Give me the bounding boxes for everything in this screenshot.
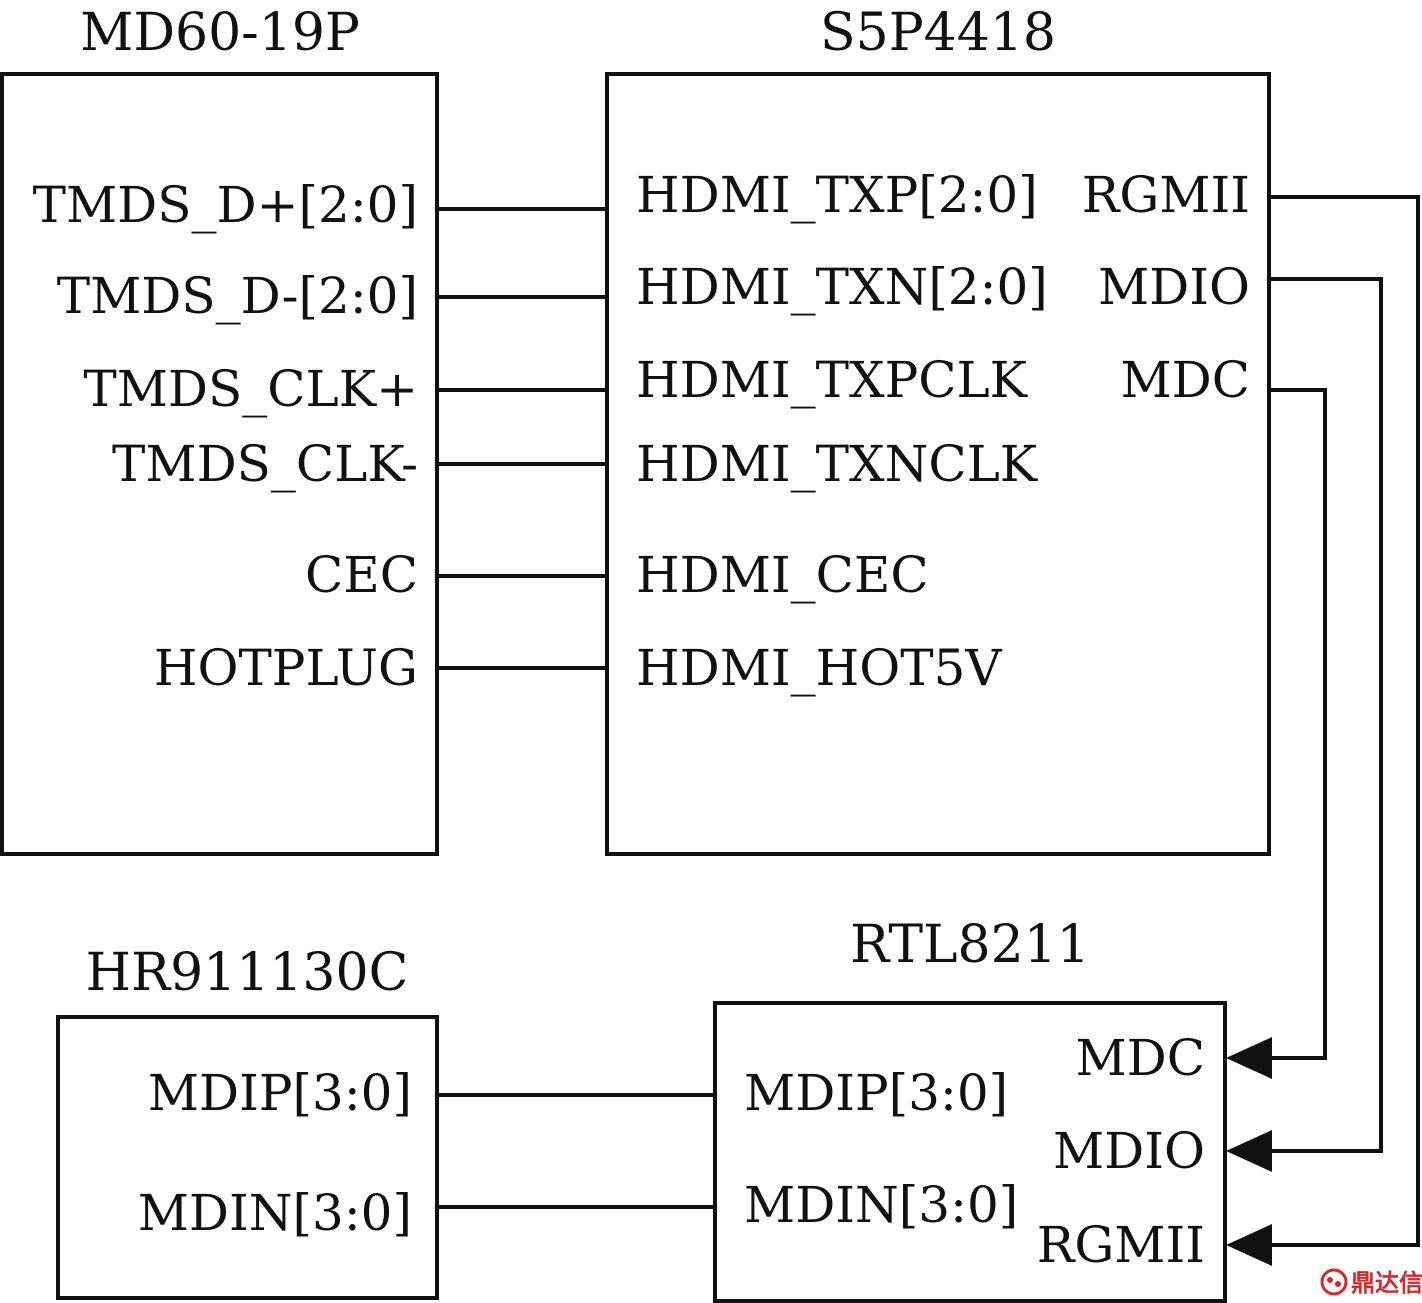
- pin-md60-tmds-clk-minus: TMDS_CLK-: [112, 435, 418, 493]
- wire-mdio: [1268, 277, 1383, 1153]
- brand-logo-icon: [1320, 1268, 1348, 1296]
- pin-rtl-mdc: MDC: [1075, 1029, 1205, 1087]
- pin-md60-tmds-clk-plus: TMDS_CLK+: [83, 360, 418, 418]
- pin-s5p-hdmi-txp: HDMI_TXP[2:0]: [636, 166, 1038, 224]
- hdmi-connections: [437, 207, 607, 670]
- arrow-mdc: [1226, 1037, 1272, 1079]
- pin-s5p-hdmi-hot5v: HDMI_HOT5V: [636, 639, 1002, 697]
- pin-s5p-hdmi-txn: HDMI_TXN[2:0]: [636, 258, 1048, 316]
- pin-rtl-mdin: MDIN[3:0]: [744, 1176, 1018, 1234]
- watermark-text: 鼎达信: [1351, 1269, 1422, 1297]
- pin-md60-hotplug: HOTPLUG: [154, 639, 418, 697]
- pin-rtl-mdip: MDIP[3:0]: [744, 1064, 1008, 1122]
- chip-box-rtl8211: [713, 1001, 1227, 1303]
- pin-s5p-mdio: MDIO: [1098, 258, 1250, 316]
- pin-rtl-rgmii: RGMII: [1037, 1216, 1205, 1274]
- chip-hr911130c: HR911130C MDIP[3:0] MDIN[3:0]: [56, 943, 439, 1300]
- pin-md60-tmds-d-plus: TMDS_D+[2:0]: [33, 176, 418, 234]
- chip-box-hr911130c: [56, 1015, 439, 1300]
- pin-s5p-rgmii: RGMII: [1082, 166, 1250, 224]
- pin-md60-cec: CEC: [305, 546, 418, 604]
- mac-connections: [1226, 195, 1420, 1266]
- pin-hr-mdin: MDIN[3:0]: [138, 1184, 412, 1242]
- wire-rgmii: [1268, 195, 1420, 1247]
- pin-s5p-hdmi-txnclk: HDMI_TXNCLK: [636, 435, 1039, 493]
- pin-rtl-mdio: MDIO: [1053, 1122, 1205, 1180]
- pin-s5p-mdc: MDC: [1120, 351, 1250, 409]
- pin-md60-tmds-d-minus: TMDS_D-[2:0]: [57, 267, 418, 325]
- chip-s5p4418: S5P4418 HDMI_TXP[2:0] HDMI_TXN[2:0] HDMI…: [605, 3, 1271, 856]
- chip-title-md60-19p: MD60-19P: [80, 3, 360, 63]
- arrow-mdio: [1226, 1130, 1272, 1172]
- chip-title-s5p4418: S5P4418: [820, 3, 1056, 63]
- pin-s5p-hdmi-cec: HDMI_CEC: [636, 546, 929, 604]
- chip-rtl8211: RTL8211 MDIP[3:0] MDIN[3:0] MDC MDIO RGM…: [713, 915, 1227, 1303]
- chip-title-hr911130c: HR911130C: [86, 943, 409, 1003]
- pin-s5p-hdmi-txpclk: HDMI_TXPCLK: [636, 351, 1029, 409]
- wire-mdc: [1268, 388, 1327, 1060]
- chip-title-rtl8211: RTL8211: [850, 915, 1090, 975]
- watermark: 鼎达信: [1320, 1268, 1422, 1297]
- pin-hr-mdip: MDIP[3:0]: [148, 1064, 412, 1122]
- ethernet-connections: [437, 1093, 715, 1209]
- arrow-rgmii: [1226, 1224, 1272, 1266]
- chip-md60-19p: MD60-19P TMDS_D+[2:0] TMDS_D-[2:0] TMDS_…: [0, 3, 439, 856]
